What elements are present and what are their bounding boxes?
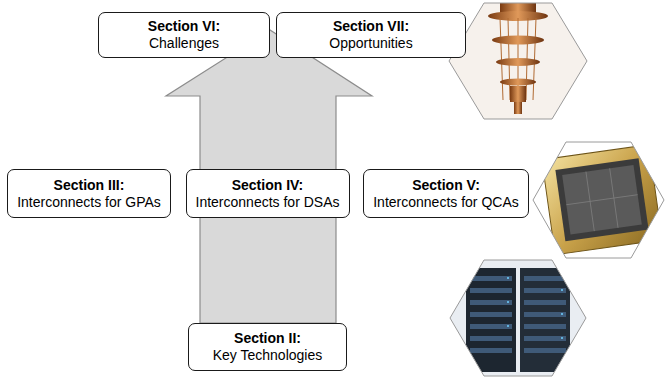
section-title: Interconnects for DSAs <box>196 194 340 211</box>
section-number: Section VII: <box>333 18 409 35</box>
flow-arrow <box>166 30 372 323</box>
section-number: Section V: <box>412 177 480 194</box>
section-title: Key Technologies <box>213 347 322 364</box>
section-number: Section IV: <box>232 177 304 194</box>
section-box: Section III:Interconnects for GPAs <box>7 169 171 218</box>
section-box: Section IV:Interconnects for DSAs <box>186 169 350 218</box>
section-number: Section III: <box>54 177 125 194</box>
section-box: Section VII:Opportunities <box>276 12 466 58</box>
section-title: Interconnects for GPAs <box>17 194 161 211</box>
section-title: Opportunities <box>329 35 412 52</box>
quantum-computer-image <box>449 3 587 119</box>
section-number: Section II: <box>234 330 301 347</box>
server-rack-image <box>450 260 586 376</box>
section-box: Section VI:Challenges <box>98 12 270 58</box>
section-box: Section V:Interconnects for QCAs <box>363 169 529 218</box>
section-title: Interconnects for QCAs <box>373 194 519 211</box>
chip-image <box>533 142 664 258</box>
section-box: Section II:Key Technologies <box>188 323 347 371</box>
section-title: Challenges <box>149 35 219 52</box>
section-number: Section VI: <box>148 18 220 35</box>
